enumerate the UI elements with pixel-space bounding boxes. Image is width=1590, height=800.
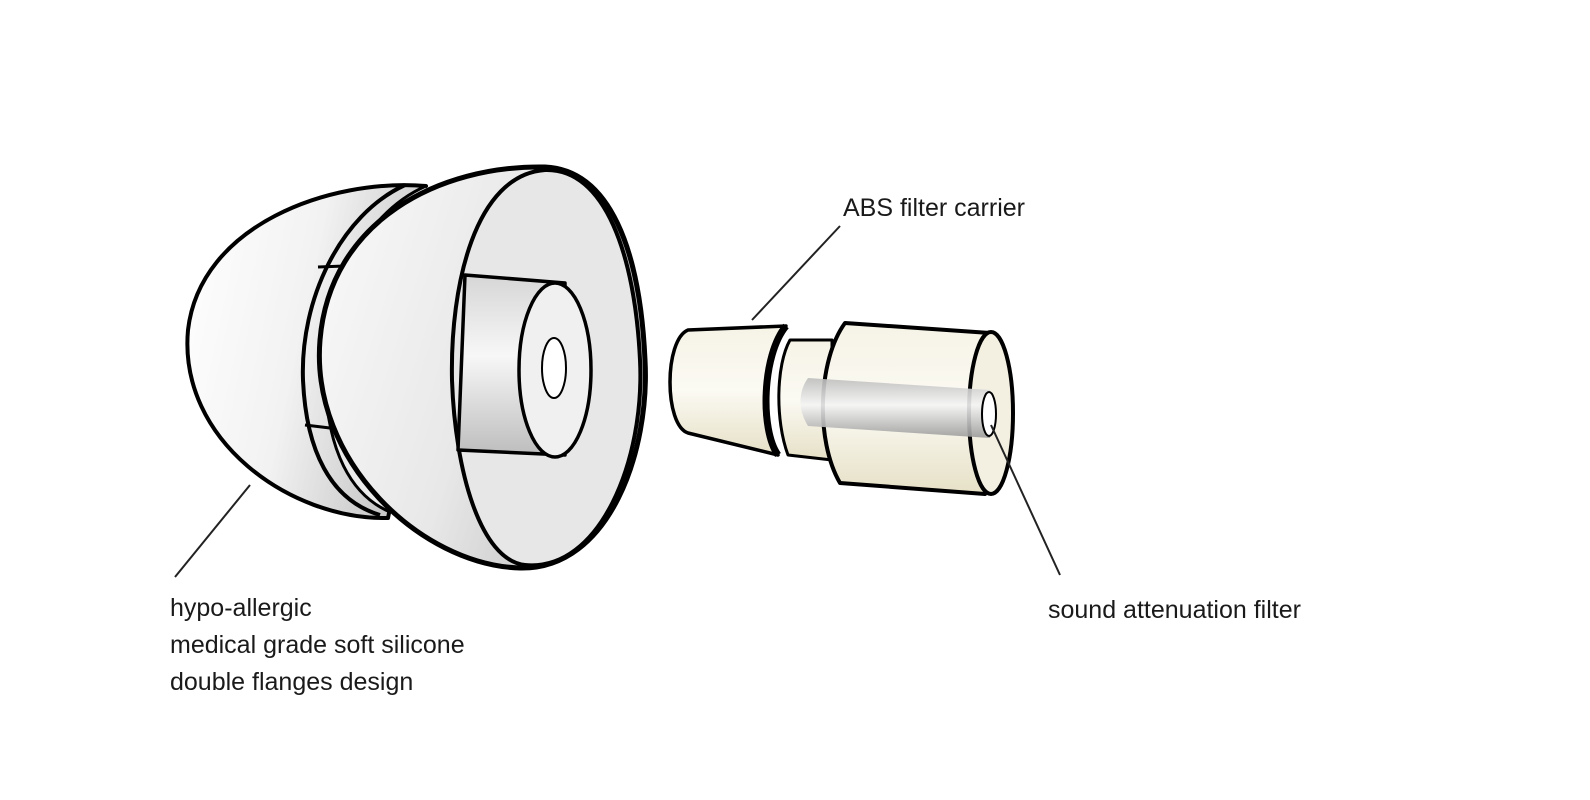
rear-flange-rim bbox=[300, 183, 406, 517]
sound-attenuation-filter-label: sound attenuation filter bbox=[1048, 596, 1301, 624]
silicone-tip bbox=[185, 164, 648, 571]
silicone-label-line-2: medical grade soft silicone bbox=[170, 631, 465, 659]
leader-line-sound-attenuation-filter bbox=[990, 424, 1061, 576]
filter-end bbox=[981, 391, 997, 437]
silicone-label-line-3: double flanges design bbox=[170, 668, 414, 696]
neck-slot-bottom bbox=[304, 423, 331, 430]
carrier-collar bbox=[762, 323, 789, 458]
abs-filter-carrier-label: ABS filter carrier bbox=[843, 194, 1025, 222]
leader-line-silicone-tip bbox=[174, 484, 251, 578]
silicone-label-line-1: hypo-allergic bbox=[170, 594, 312, 622]
sound-attenuation-filter bbox=[800, 378, 997, 438]
stem-bore bbox=[541, 337, 567, 399]
filter-cylinder bbox=[800, 378, 990, 438]
silicone-tip-label: hypo-allergic medical grade soft silicon… bbox=[170, 590, 465, 701]
leader-line-abs-filter-carrier bbox=[751, 225, 841, 321]
